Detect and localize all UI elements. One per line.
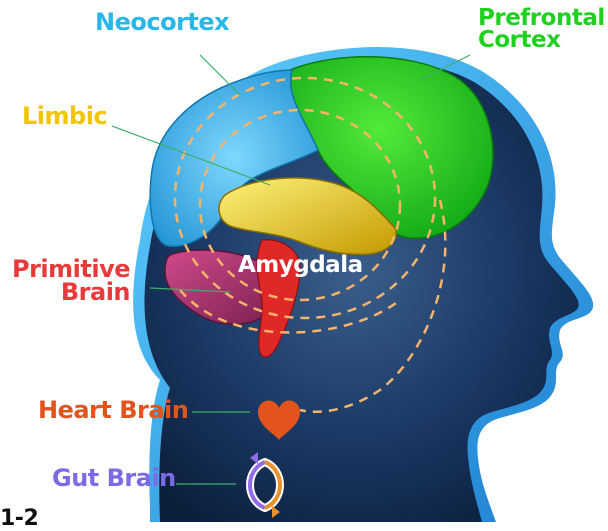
prefrontal-cortex-label: Prefrontal Cortex — [478, 8, 605, 52]
gut-brain-label: Gut Brain — [52, 466, 176, 490]
heart-brain-label: Heart Brain — [38, 398, 188, 422]
primitive-brain-label: Primitive Brain — [12, 258, 130, 304]
limbic-label: Limbic — [22, 104, 107, 128]
amygdala-label: Amygdala — [238, 254, 363, 277]
neocortex-label: Neocortex — [95, 10, 229, 34]
partial-bottom-text: 1-2 — [0, 508, 38, 530]
